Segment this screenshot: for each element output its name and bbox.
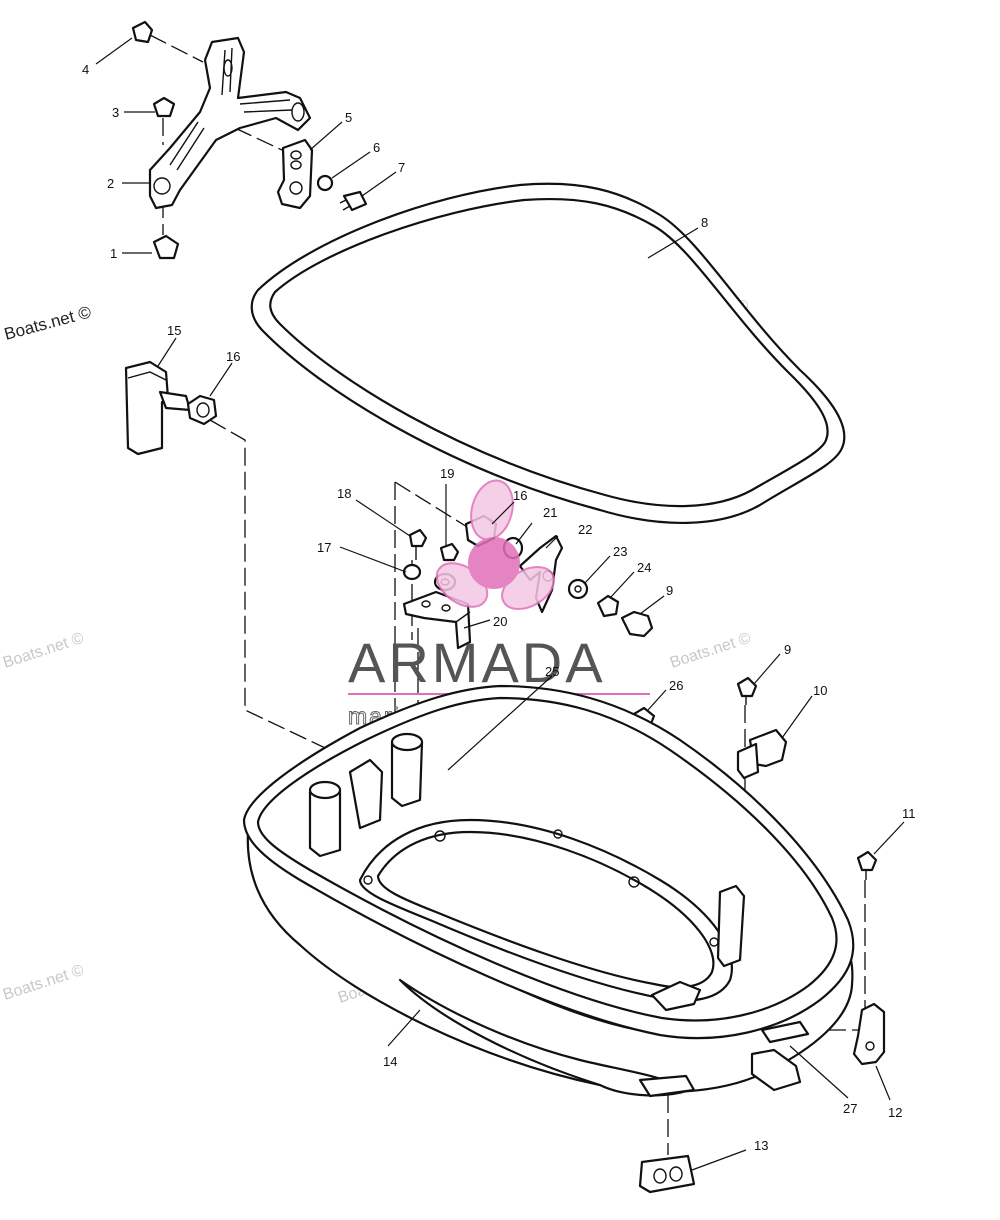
callout-23: 23: [613, 544, 627, 559]
bracket-assembly: [131, 20, 368, 260]
callout-1: 1: [110, 246, 117, 261]
watermark-text: Boats.net ©: [1, 962, 86, 1004]
callout-16: 16: [513, 488, 527, 503]
callout-21: 21: [543, 505, 557, 520]
callout-16: 16: [226, 349, 240, 364]
callout-17: 17: [317, 540, 331, 555]
callout-11: 11: [902, 806, 916, 821]
small-parts-lower: [638, 1002, 886, 1194]
callout-15: 15: [167, 323, 181, 338]
callout-13: 13: [754, 1138, 768, 1153]
callout-20: 20: [493, 614, 507, 629]
callout-25: 25: [545, 664, 559, 679]
callout-19: 19: [440, 466, 454, 481]
cowl-seal-gasket: [250, 182, 846, 525]
callout-9: 9: [784, 642, 791, 657]
callout-18: 18: [337, 486, 351, 501]
watermark-text: Boats.net ©: [668, 630, 753, 672]
callout-2: 2: [107, 176, 114, 191]
callout-numbers: 1 2 3 4 5 6 7 8 9 9 10 11 12 13 14 15 16…: [82, 62, 916, 1153]
callout-5: 5: [345, 110, 352, 125]
propeller-logo: [435, 479, 555, 610]
lower-motor-pan: [242, 684, 855, 1098]
callout-14: 14: [383, 1054, 397, 1069]
callout-4: 4: [82, 62, 89, 77]
watermark-text: Boats.net ©: [2, 302, 93, 344]
watermark-text: Boats.net ©: [1, 630, 86, 672]
callout-12: 12: [888, 1105, 902, 1120]
callout-10: 10: [813, 683, 827, 698]
callout-3: 3: [112, 105, 119, 120]
logo-title: ARMADA: [348, 631, 606, 694]
callout-27: 27: [843, 1101, 857, 1116]
callout-6: 6: [373, 140, 380, 155]
leader-lines: [95, 37, 905, 1171]
callout-22: 22: [578, 522, 592, 537]
callout-8: 8: [701, 215, 708, 230]
callout-9: 9: [666, 583, 673, 598]
callout-26: 26: [669, 678, 683, 693]
callout-7: 7: [398, 160, 405, 175]
side-knob: [124, 360, 218, 456]
callout-24: 24: [637, 560, 651, 575]
